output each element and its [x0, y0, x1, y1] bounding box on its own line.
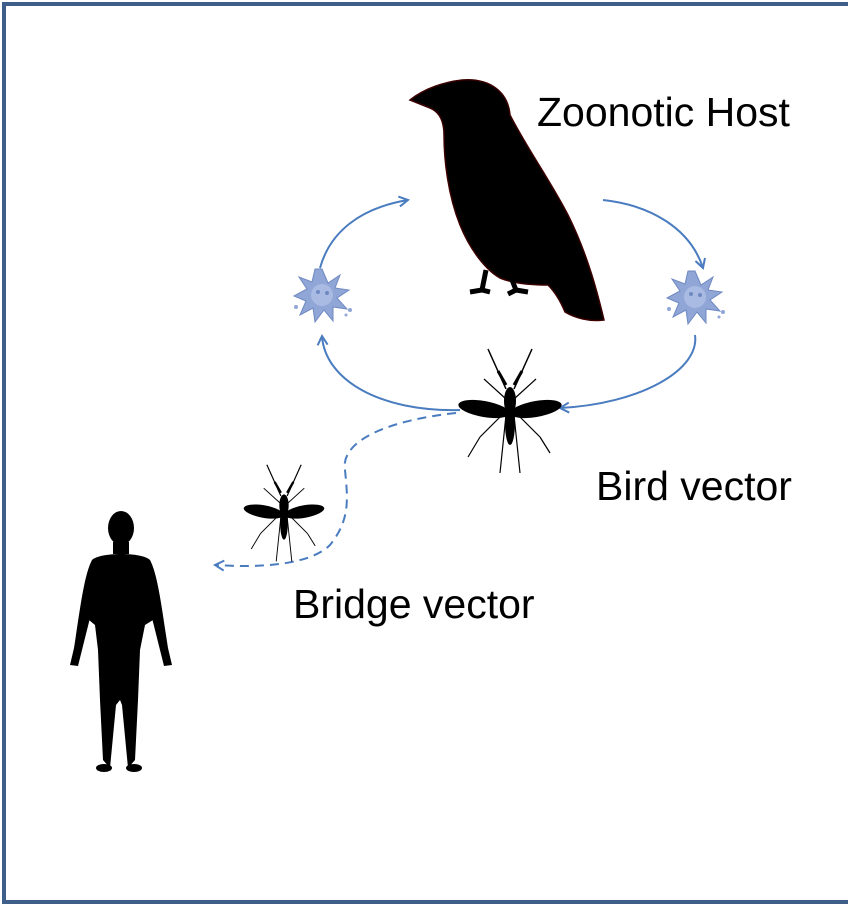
arrow-bird-vector-to-virus — [322, 336, 460, 410]
arrow-bridge-to-human — [215, 413, 456, 566]
virus-icon — [667, 271, 725, 324]
arrow-virus-to-bird-vector — [560, 335, 695, 408]
mosquito-icon — [243, 465, 326, 562]
human-icon — [70, 511, 172, 772]
bird-vector-label: Bird vector — [596, 466, 792, 507]
mosquito-icon — [457, 349, 563, 473]
bridge-vector-label: Bridge vector — [293, 584, 535, 625]
virus-icon — [294, 269, 352, 322]
zoonotic-host-label: Zoonotic Host — [537, 92, 790, 133]
arrow-host-to-virus — [603, 200, 703, 268]
arrow-virus-to-host — [320, 200, 408, 268]
